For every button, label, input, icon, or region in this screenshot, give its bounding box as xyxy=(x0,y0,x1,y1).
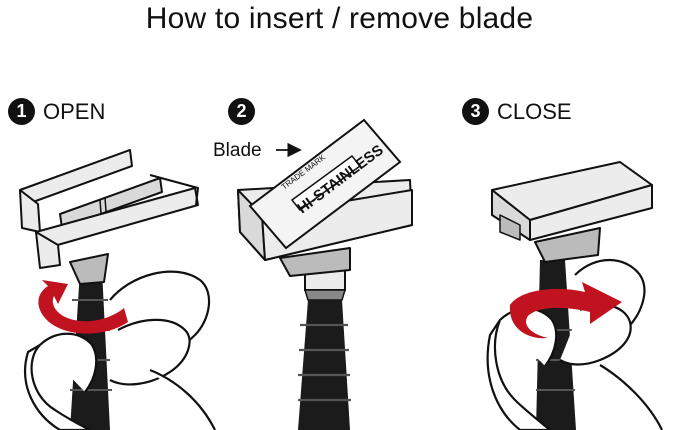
rotate-arrow-step-3 xyxy=(509,282,622,339)
razor-head-open xyxy=(19,149,199,285)
razor-head-closed xyxy=(491,161,653,263)
step-1-label: OPEN xyxy=(43,98,106,124)
step-3-number-badge: 3 xyxy=(462,98,489,125)
step-1-header: 1 OPEN xyxy=(8,98,105,125)
step-1-illustration xyxy=(19,149,216,430)
step-1-number-badge: 1 xyxy=(8,98,35,125)
step-3-header: 3 CLOSE xyxy=(462,98,572,125)
razor-handle-step-2 xyxy=(298,269,351,430)
step-3-illustration xyxy=(486,161,663,430)
page-title: How to insert / remove blade xyxy=(145,2,534,35)
step-2-number-badge: 2 xyxy=(228,98,255,125)
blade-callout-label: Blade xyxy=(213,140,262,161)
step-2-header: 2 xyxy=(228,98,263,125)
step-2-illustration: HI-STAINLESS TRADE MARK xyxy=(237,118,413,430)
hand-step-3 xyxy=(486,258,663,430)
rotate-arrow-step-1 xyxy=(38,280,129,334)
hand-step-1 xyxy=(23,270,216,430)
step-3-label: CLOSE xyxy=(497,98,572,124)
